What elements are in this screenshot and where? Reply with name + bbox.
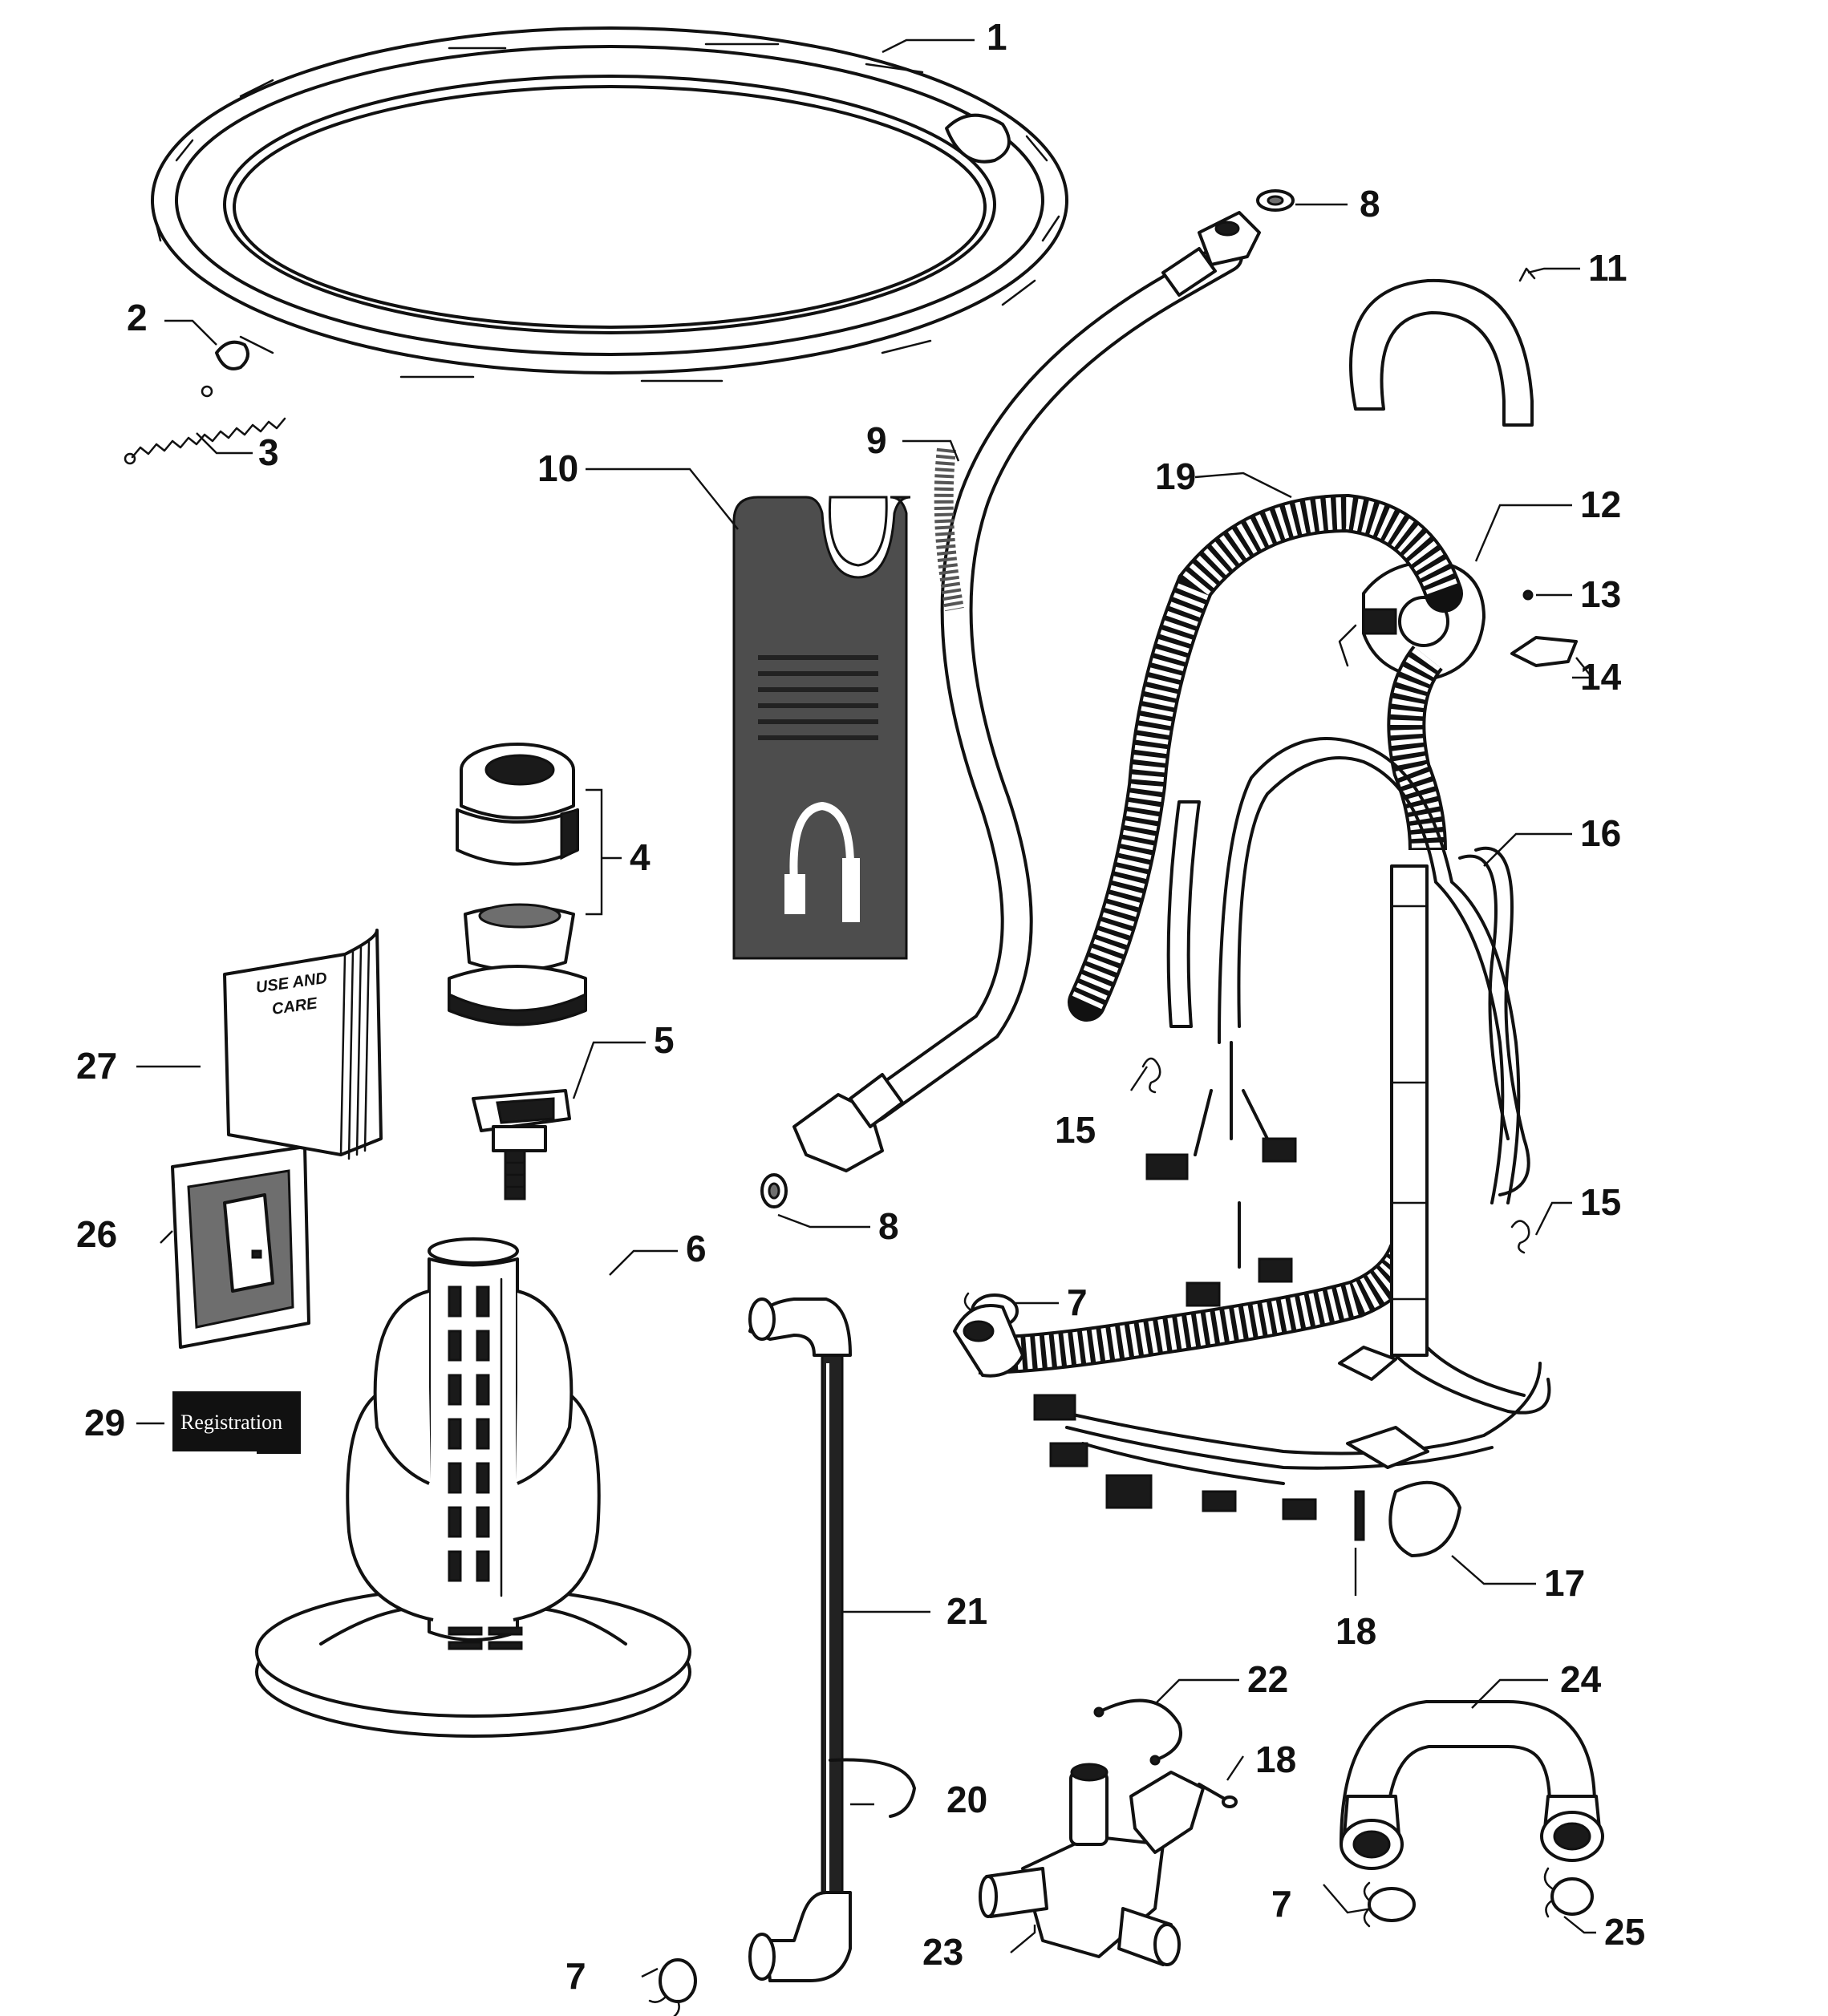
small-hose-clamp-upper (1141, 1057, 1161, 1094)
leader-lines (136, 38, 1596, 1978)
callout-8: 8 (1360, 183, 1380, 225)
small-hose-clamp-right (1510, 1220, 1530, 1254)
drain-hose (953, 493, 1463, 1378)
fill-tube-clamp (829, 1758, 916, 1818)
callout-18-lower: 18 (1255, 1739, 1296, 1780)
callout-15: 15 (1055, 1109, 1096, 1151)
callout-16: 16 (1580, 812, 1621, 854)
agitator (255, 1237, 691, 1738)
callout-1: 1 (987, 16, 1007, 58)
callout-11: 11 (1588, 247, 1627, 289)
callout-12: 12 (1580, 484, 1621, 525)
callout-29: 29 (84, 1402, 125, 1443)
hose-clamp-25 (1543, 1867, 1594, 1918)
callout-27: 27 (76, 1045, 117, 1087)
inlet-hose (792, 211, 1261, 1172)
use-and-care-manual: USE AND CARE (223, 929, 383, 1160)
softener-dispenser (448, 743, 587, 1026)
callout-20: 20 (946, 1779, 987, 1820)
callout-13: 13 (1580, 573, 1621, 615)
coupler-nut (1522, 589, 1534, 601)
drain-elbow (1340, 1700, 1604, 1870)
callout-5: 5 (654, 1019, 675, 1061)
callout-4: 4 (630, 836, 651, 878)
fill-tube (748, 1297, 852, 1982)
spring-clip (215, 340, 249, 370)
registration-card: Registration (172, 1391, 301, 1454)
hose-clamp-lower-left (648, 1958, 697, 2016)
spring (124, 385, 286, 465)
callout-7-lower-left: 7 (565, 1955, 586, 1997)
callout-2: 2 (127, 297, 148, 338)
parts-bag (171, 1145, 310, 1349)
callout-6: 6 (686, 1228, 707, 1269)
callout-7: 7 (1067, 1281, 1088, 1323)
callout-25: 25 (1604, 1911, 1645, 1953)
callout-numbers: 1 2 3 4 5 6 7 7 7 8 8 9 10 11 12 13 14 1… (76, 16, 1645, 1997)
hose-washer-lower (760, 1173, 788, 1208)
callout-18: 18 (1336, 1610, 1376, 1652)
agitator-bolt (472, 1089, 571, 1200)
hose-guide (1349, 267, 1536, 427)
callout-24: 24 (1560, 1658, 1602, 1700)
wire-harness (1033, 737, 1551, 1557)
mounting-screw (1198, 1783, 1238, 1808)
wire-clamp (1093, 1698, 1182, 1766)
water-valve (979, 1763, 1205, 1966)
callout-17: 17 (1544, 1562, 1585, 1604)
callout-23: 23 (922, 1931, 963, 1973)
hose-clamp-lower-right (1363, 1881, 1416, 1928)
callout-19: 19 (1155, 455, 1196, 497)
callout-21: 21 (946, 1590, 987, 1632)
callout-15-right: 15 (1580, 1181, 1621, 1223)
callout-10: 10 (537, 447, 578, 489)
instruction-card (732, 496, 911, 960)
hose-washer (1256, 189, 1295, 212)
callout-26: 26 (76, 1213, 117, 1255)
callout-22: 22 (1247, 1658, 1288, 1700)
callout-3: 3 (258, 431, 279, 473)
callout-8-lower: 8 (878, 1205, 899, 1247)
callout-9: 9 (866, 419, 887, 461)
hose-clip (1510, 636, 1578, 667)
registration-card-text: Registration (180, 1411, 282, 1434)
callout-14: 14 (1580, 656, 1622, 698)
callout-7-lower-right: 7 (1271, 1883, 1292, 1925)
tub-ring (151, 26, 1068, 383)
